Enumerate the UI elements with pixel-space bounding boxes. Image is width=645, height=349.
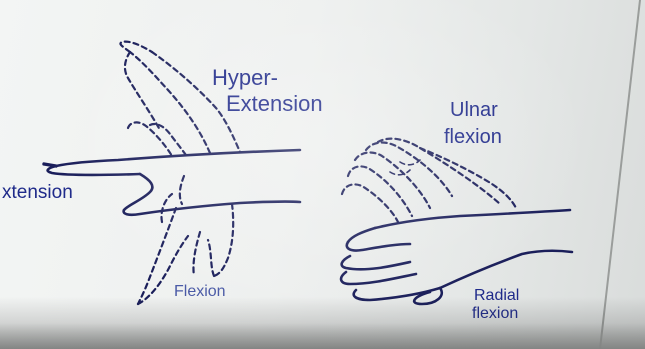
label-radial-flexion-line2: flexion — [472, 306, 518, 323]
label-hyper-extension-line2: Extension — [226, 92, 323, 115]
hyperextension-hand-drawing — [120, 42, 240, 158]
label-flexion: Flexion — [174, 284, 226, 301]
label-ulnar-flexion-line1: Ulnar — [450, 100, 498, 121]
ulnar-flexion-hand-drawing — [342, 139, 516, 222]
photo-bottom-shadow — [0, 323, 645, 349]
label-ulnar-flexion-line2: flexion — [444, 127, 502, 148]
label-extension: xtension — [2, 183, 73, 203]
radial-flexion-hand-drawing — [341, 210, 572, 304]
neutral-hand-drawing — [44, 150, 300, 215]
monitor-bezel-line — [600, 0, 640, 349]
label-hyper-extension-line1: Hyper- — [212, 66, 278, 89]
label-radial-flexion-line1: Radial — [474, 288, 519, 305]
